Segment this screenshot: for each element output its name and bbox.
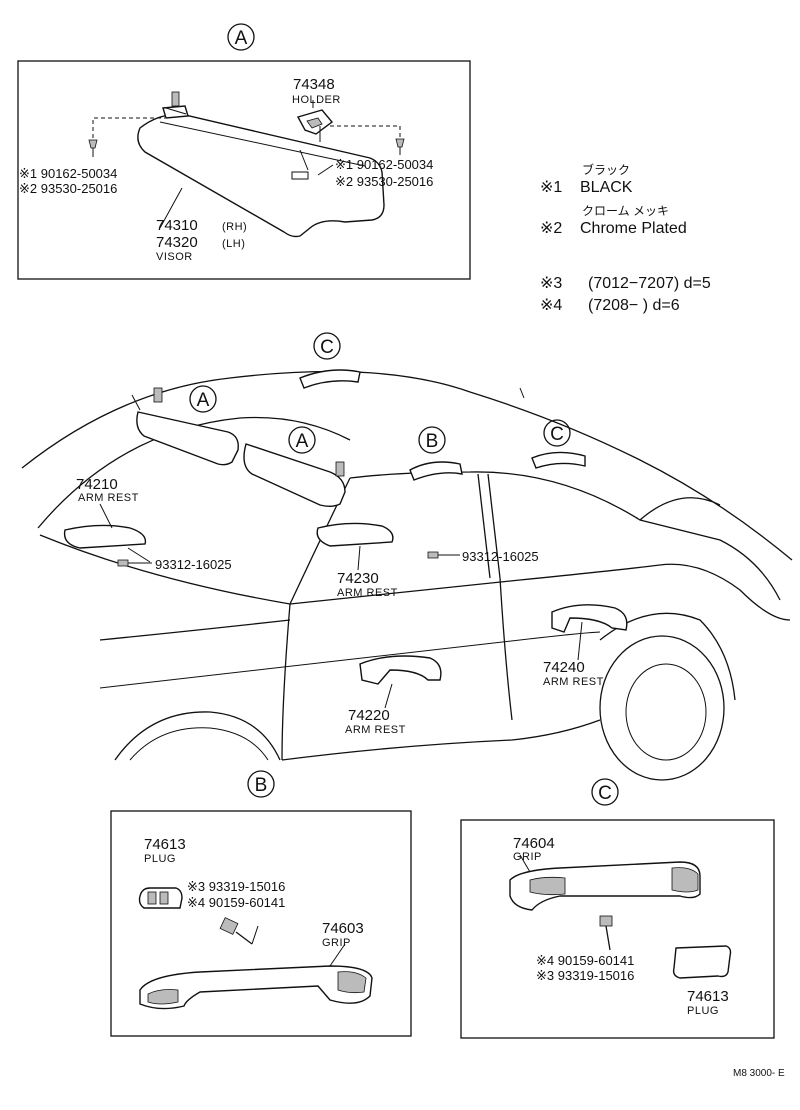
panel-b-frame [110,810,412,1037]
armrest-74230-number: 74230 [337,570,379,587]
panel-c-grip-icon [509,854,701,911]
callout-b-letter: B [255,775,268,796]
legend-note1-mark: ※1 [540,179,562,196]
roof-grip-c2 [531,451,586,469]
callout-b-bottom: B [247,770,275,798]
panel-c-plug-label: PLUG [687,1005,719,1017]
panel-c-grip-number: 74604 [513,835,555,852]
armrest-74230-label: ARM REST [337,587,398,599]
armrest-74220-number: 74220 [348,707,390,724]
left-screw-icon [88,117,165,157]
callout-b-letter: B [426,431,439,452]
panel-c-note-3: ※3 93319-15016 [536,968,634,983]
holder-leader [299,149,309,171]
callout-b-car: B [418,426,446,454]
screw-right-number: 93312-16025 [462,549,539,564]
roof-grip-c [299,369,361,389]
right-screw-icon [330,125,405,155]
car-visor-right [243,443,346,507]
panel-b-note-3: ※3 93319-15016 [187,879,285,894]
left-screw-note-1: ※1 90162-50034 [19,166,117,181]
callout-a-letter: A [235,28,248,49]
panel-b-grip-number: 74603 [322,920,364,937]
callout-a-car-left: A [189,385,217,413]
callout-a-letter: A [197,390,210,411]
legend: ブラック ※1 BLACK クローム メッキ ※2 Chrome Plated … [540,162,711,314]
right-screw-note-2: ※2 93530-25016 [335,174,433,189]
legend-note3-text: (7012−7207) d=5 [588,275,711,292]
panel-c-note-4: ※4 90159-60141 [536,953,634,968]
panel-b-screw-icon [219,917,259,945]
footer-code: M8 3000- E [733,1068,785,1079]
holder-icon [296,100,334,142]
armrest-74210-number: 74210 [76,476,118,493]
car-outline [21,370,793,781]
armrest-74240-label: ARM REST [543,676,604,688]
car-visor-left [136,387,239,466]
panel-b-plug-icon [138,887,183,909]
legend-note2-mark: ※2 [540,220,562,237]
callout-a-letter: A [296,431,309,452]
armrest-74220 [359,655,442,709]
panel-b-plug-label: PLUG [144,853,176,865]
holder-part-number: 74348 [293,76,335,93]
callout-c-roof: C [313,332,341,360]
roof-grip-b [409,461,463,481]
visor-rh-number: 74310 [156,217,198,234]
visor-leader [159,187,183,229]
visor-rh-suffix: (RH) [222,221,247,233]
callout-c-letter: C [320,337,334,358]
panel-c-plug-number: 74613 [687,988,729,1005]
right-note-leader [317,164,334,176]
armrest-74220-label: ARM REST [345,724,406,736]
armrest-74240-number: 74240 [543,659,585,676]
armrest-74210 [63,503,147,549]
legend-note4-mark: ※4 [540,297,562,314]
legend-note2-text: Chrome Plated [580,220,687,237]
screw-left-number: 93312-16025 [155,557,232,572]
legend-note1-text: BLACK [580,179,633,196]
callout-c-letter: C [598,783,612,804]
panel-c-grip-label: GRIP [513,851,542,863]
visor-clip-icon [162,91,189,119]
visor-lh-suffix: (LH) [222,238,245,250]
callout-c-car: C [543,419,571,447]
panel-b-plug-number: 74613 [144,836,186,853]
armrest-74240 [551,604,628,661]
armrest-74210-label: ARM REST [78,492,139,504]
panel-a-frame [17,60,471,280]
legend-note1-kana: ブラック [582,162,630,177]
panel-c-plug-icon [672,945,732,979]
callout-a-car-right: A [288,426,316,454]
callout-c-letter: C [550,424,564,445]
holder-label: HOLDER [292,94,341,106]
visor-label: VISOR [156,251,193,263]
legend-note4-text: (7208− ) d=6 [588,297,680,314]
left-screw-note-2: ※2 93530-25016 [19,181,117,196]
legend-note3-mark: ※3 [540,275,562,292]
panel-b-grip-icon [139,943,373,1010]
armrest-74230 [316,522,394,571]
panel-b-grip-label: GRIP [322,937,351,949]
right-screw-note-1: ※1 90162-50034 [335,157,433,172]
legend-note2-kana: クローム メッキ [582,204,669,218]
car-screw-left-icon [117,547,152,567]
car-screw-right-icon [427,551,460,559]
callout-c-bottom: C [591,778,619,806]
visor-drawing [137,113,385,238]
panel-b-note-4: ※4 90159-60141 [187,895,285,910]
visor-lh-number: 74320 [156,234,198,251]
panel-c-screw-icon [599,915,613,951]
callout-a-top: A [227,23,255,51]
panel-c-frame [460,819,775,1039]
